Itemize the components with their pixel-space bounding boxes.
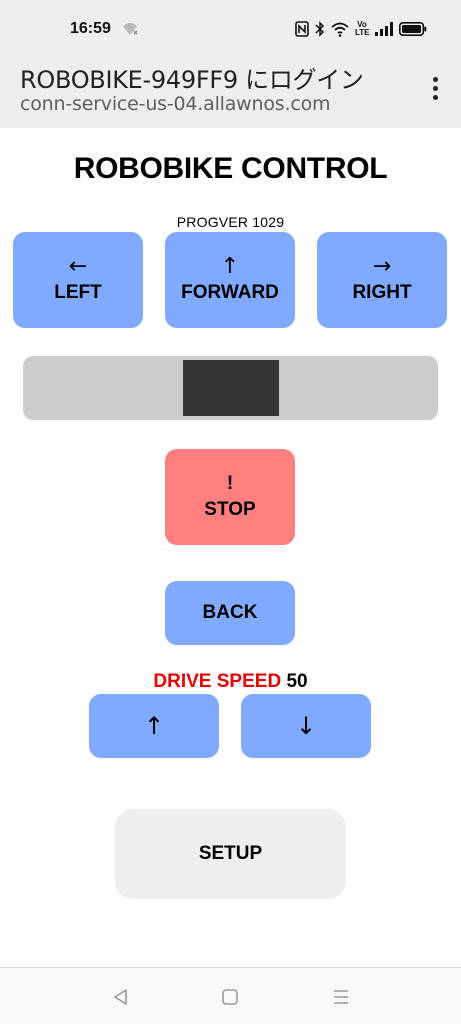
volte-icon: Vo LTE <box>355 20 370 37</box>
forward-button[interactable]: ↑ FORWARD <box>165 232 295 328</box>
volte-line2: LTE <box>355 28 370 37</box>
menu-dot <box>432 94 438 100</box>
back-button[interactable]: BACK <box>165 581 295 645</box>
steering-slider-thumb[interactable] <box>182 360 279 416</box>
drive-speed-label: DRIVE SPEED <box>153 671 282 692</box>
drive-speed-readout: DRIVE SPEED 50 <box>0 671 461 693</box>
setup-button-label: SETUP <box>198 843 263 864</box>
speed-up-button[interactable]: ↑ <box>89 694 219 758</box>
drive-speed-value: 50 <box>286 671 308 692</box>
page-url: conn-service-us-04.allawnos.com <box>20 93 331 115</box>
program-version: PROGVER 1029 <box>176 214 285 230</box>
back-button-label: BACK <box>202 602 258 623</box>
status-time: 16:59 <box>70 20 111 37</box>
signal-icon <box>375 22 393 36</box>
left-button-label: LEFT <box>54 282 102 303</box>
menu-dot <box>432 85 438 91</box>
exclamation-icon: ! <box>226 473 234 494</box>
recents-menu-icon[interactable] <box>330 986 352 1008</box>
status-icons: Vo LTE <box>295 18 427 40</box>
bluetooth-icon <box>315 21 325 37</box>
system-nav-bar <box>0 967 461 1024</box>
up-arrow-icon: ↑ <box>143 712 165 740</box>
steering-slider[interactable] <box>23 356 438 420</box>
browser-header: ROBOBIKE-949FF9 にログイン conn-service-us-04… <box>0 56 461 128</box>
back-triangle-icon[interactable] <box>110 986 132 1008</box>
right-button-label: RIGHT <box>352 282 412 303</box>
forward-button-label: FORWARD <box>181 282 279 303</box>
page-title: ROBOBIKE CONTROL <box>73 152 388 185</box>
right-arrow-icon: → <box>372 254 392 279</box>
wifi-icon <box>331 22 349 37</box>
right-button[interactable]: → RIGHT <box>317 232 447 328</box>
login-page-title: ROBOBIKE-949FF9 にログイン <box>20 66 364 94</box>
up-arrow-icon: ↑ <box>220 254 240 279</box>
volte-line1: Vo <box>357 20 367 29</box>
wifi-off-icon <box>122 22 138 41</box>
setup-button[interactable]: SETUP <box>115 809 346 899</box>
stop-button-label: STOP <box>204 499 256 520</box>
left-arrow-icon: ← <box>68 254 88 279</box>
stop-button[interactable]: ! STOP <box>165 449 295 545</box>
home-square-icon[interactable] <box>219 986 241 1008</box>
menu-dot <box>432 76 438 82</box>
status-bar: 16:59 Vo LTE <box>0 0 461 56</box>
nfc-icon <box>295 21 309 37</box>
overflow-menu-icon[interactable] <box>423 72 447 104</box>
battery-icon <box>399 22 427 36</box>
down-arrow-icon: ↓ <box>295 712 317 740</box>
left-button[interactable]: ← LEFT <box>13 232 143 328</box>
speed-down-button[interactable]: ↓ <box>241 694 371 758</box>
